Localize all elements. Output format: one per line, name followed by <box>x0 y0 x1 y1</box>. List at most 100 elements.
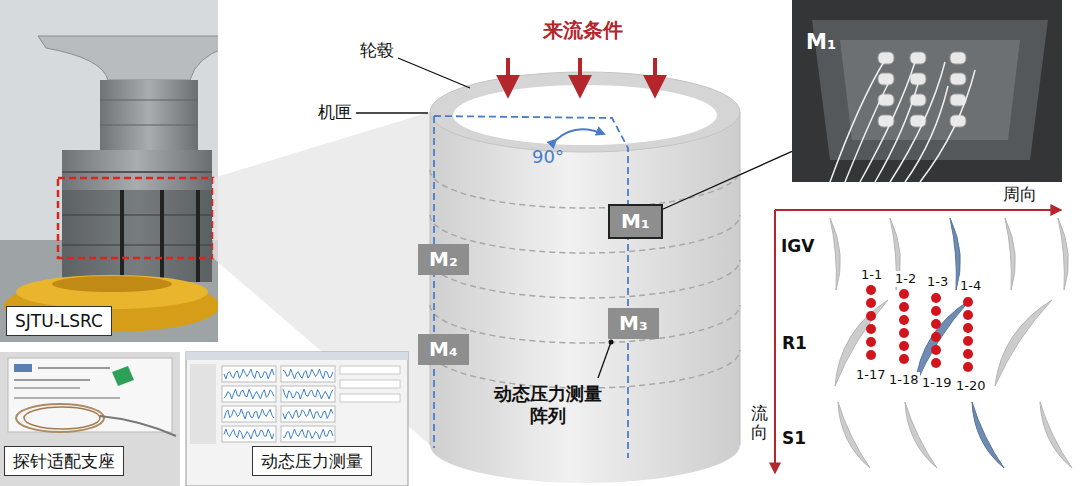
box-label: 动态压力测量 <box>261 450 363 472</box>
probe-dot <box>899 328 909 338</box>
drawing-part <box>430 72 740 152</box>
drawing-part <box>430 350 740 388</box>
leader-line <box>356 112 428 113</box>
probe-dot <box>963 323 973 333</box>
waveform <box>283 389 333 399</box>
sensor <box>910 52 926 64</box>
drawing-part <box>100 100 198 101</box>
blade <box>995 300 1052 386</box>
sensor-wires <box>830 60 975 182</box>
casing-cylinder <box>430 72 740 483</box>
probe-dot <box>899 315 909 325</box>
waveform-panel <box>281 426 335 442</box>
drawing-part <box>905 86 948 182</box>
drawing-part <box>340 380 400 388</box>
probe-number: 1-20 <box>955 378 987 394</box>
drawing-part <box>52 276 172 292</box>
inflow-label: 来流条件 <box>543 18 623 42</box>
probe-number: 1-1 <box>860 267 883 283</box>
drawing-part <box>430 215 740 253</box>
blade <box>915 300 970 386</box>
facility-photo <box>0 0 218 342</box>
waveform-panel <box>281 366 335 382</box>
drawing-part <box>62 215 212 216</box>
probe-number: 1-18 <box>888 372 920 388</box>
probe-number: 1-19 <box>921 375 953 391</box>
box-label: M₄ <box>429 337 458 362</box>
plot-frame <box>222 426 276 442</box>
drawing-part <box>0 352 180 486</box>
probe-dot <box>963 349 973 359</box>
axis-label: 周向 <box>1003 184 1037 204</box>
plot-frame <box>222 386 276 402</box>
probe-number: 1-17 <box>855 367 887 383</box>
drawing-part <box>14 387 80 389</box>
leader-line <box>398 58 470 88</box>
probe-photo <box>0 352 180 486</box>
probe-dot <box>866 337 876 347</box>
probe-dot <box>899 354 909 364</box>
sector-lines <box>434 116 628 458</box>
sensor <box>878 52 894 64</box>
drawing-part <box>14 364 32 372</box>
probe-dot <box>866 324 876 334</box>
leader-dot <box>609 340 614 345</box>
probe-number: 1-2 <box>894 271 917 287</box>
plot-frame <box>281 406 335 422</box>
part-label: 机匣 <box>318 102 352 122</box>
drawing-part <box>860 62 915 182</box>
drawing-part <box>506 58 510 94</box>
measurement-box: M₂ <box>418 244 469 275</box>
waveform-panel <box>222 366 276 382</box>
probe-dot <box>866 350 876 360</box>
blade <box>838 402 870 468</box>
photo-caption-box: 探针适配支座 <box>4 446 124 476</box>
drawing-part <box>775 209 1060 211</box>
drawing-part <box>62 245 212 246</box>
drawing-part <box>740 112 741 445</box>
blade <box>1040 402 1072 468</box>
drawing-part <box>340 394 400 402</box>
probe-dot <box>931 319 941 329</box>
drawing-part <box>16 275 208 309</box>
waveform <box>283 429 333 439</box>
drawing-part <box>875 84 918 182</box>
waveform-panel <box>281 406 335 422</box>
blade <box>905 402 937 468</box>
probe-dot <box>963 362 973 372</box>
box-label: M₁ <box>621 209 650 234</box>
drawing-part <box>14 379 90 381</box>
probe-dot <box>899 302 909 312</box>
blade <box>835 300 888 386</box>
angle-label: 90° <box>532 146 564 168</box>
probe-dot <box>931 345 941 355</box>
drawing-part <box>14 397 120 399</box>
drawing-part <box>100 125 198 126</box>
photo-caption-box: 动态压力测量 <box>252 446 372 476</box>
probe-dot <box>899 289 909 299</box>
plot-frame <box>281 426 335 442</box>
plot-frame <box>222 406 276 422</box>
inflow-arrows <box>508 58 655 94</box>
probe-dot <box>963 310 973 320</box>
measurement-box: M₁ <box>608 204 663 239</box>
drawing-part <box>62 150 212 282</box>
drawing-part <box>196 190 200 282</box>
row-label: R1 <box>782 333 807 353</box>
sensor-photo <box>792 0 1062 182</box>
blade <box>972 402 1004 468</box>
drawing-part <box>792 0 1062 182</box>
probe-dot <box>963 297 973 307</box>
waveform <box>224 409 274 419</box>
measurement-box: M₃ <box>608 308 659 339</box>
waveform-panel <box>222 386 276 402</box>
drawing-part <box>578 58 582 94</box>
waveform-panel <box>222 426 276 442</box>
drawing-part <box>100 80 198 152</box>
array-label: 动态压力测量阵列 <box>490 383 606 426</box>
drawing-part <box>653 58 657 94</box>
drawing-part <box>830 60 885 182</box>
probe-dot <box>866 285 876 295</box>
waveform <box>224 389 274 399</box>
sensor <box>950 73 966 85</box>
